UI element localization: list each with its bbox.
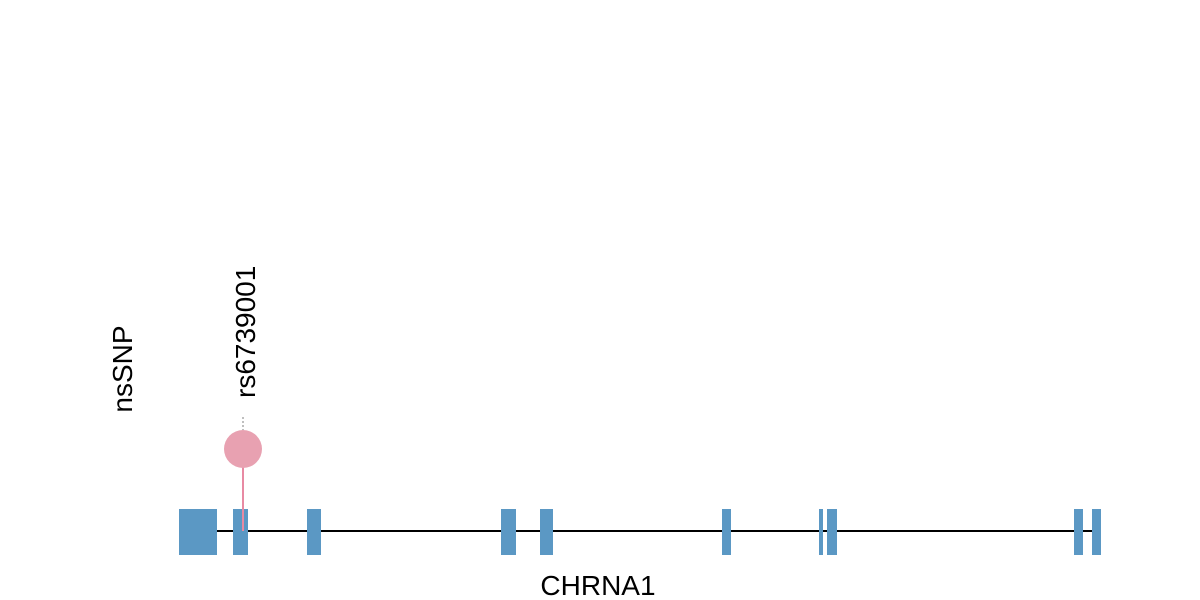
exon xyxy=(307,509,321,555)
track-label: nsSNP xyxy=(107,325,138,412)
gene-label: CHRNA1 xyxy=(540,570,655,600)
snp-label: rs6739001 xyxy=(230,266,261,398)
exon xyxy=(819,509,823,555)
exon xyxy=(501,509,516,555)
exon xyxy=(1074,509,1083,555)
exon xyxy=(722,509,731,555)
snp-marker[interactable] xyxy=(224,430,262,468)
exon xyxy=(233,509,248,555)
exon xyxy=(1092,509,1101,555)
exon xyxy=(827,509,837,555)
exon-group xyxy=(179,509,1101,555)
exon xyxy=(540,509,553,555)
exon xyxy=(179,509,217,555)
